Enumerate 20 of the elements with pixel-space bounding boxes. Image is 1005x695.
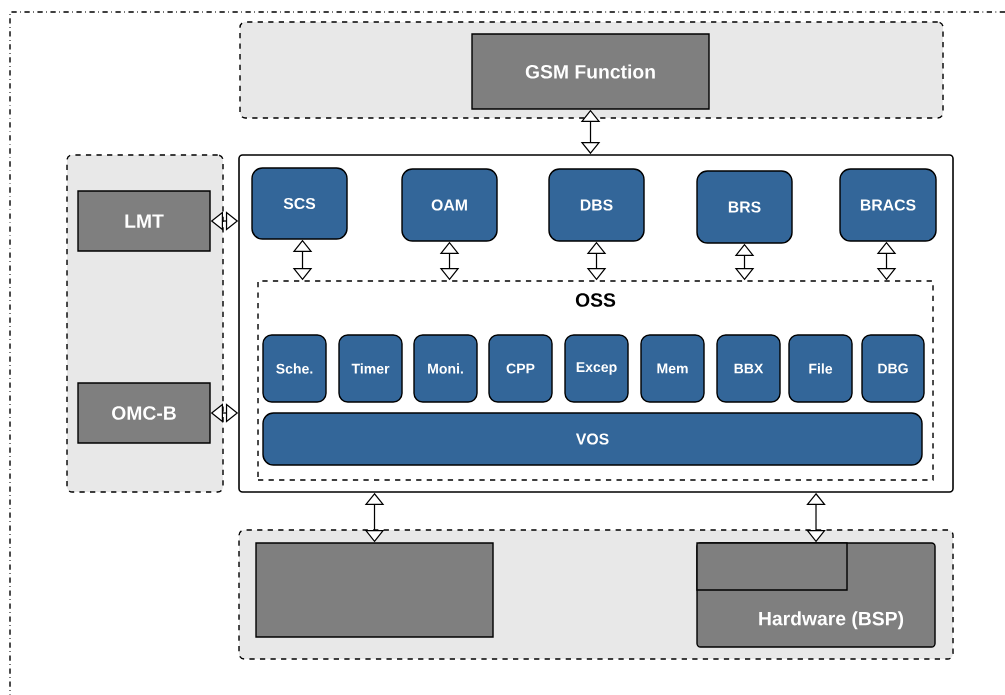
module-box: VOS [262, 412, 923, 466]
module-box: BRS [696, 170, 793, 244]
module-box: File [788, 334, 853, 403]
module-box: CPP [488, 334, 553, 403]
component-box: GSM Function [471, 33, 710, 110]
component-box: LMT [77, 190, 211, 252]
module-box: Excep [564, 334, 629, 403]
module-box: Mem [640, 334, 705, 403]
module-box: Moni. [413, 334, 478, 403]
module-box: Timer [338, 334, 403, 403]
module-box: Sche. [262, 334, 327, 403]
component-box [255, 542, 494, 638]
module-box: BRACS [839, 168, 937, 242]
module-box: DBG [861, 334, 925, 403]
module-box: SCS [251, 167, 348, 240]
module-box: OAM [401, 168, 498, 242]
module-box: DBS [548, 168, 645, 242]
component-box [696, 542, 848, 591]
module-box: BBX [716, 334, 781, 403]
component-box: OMC-B [77, 382, 211, 444]
